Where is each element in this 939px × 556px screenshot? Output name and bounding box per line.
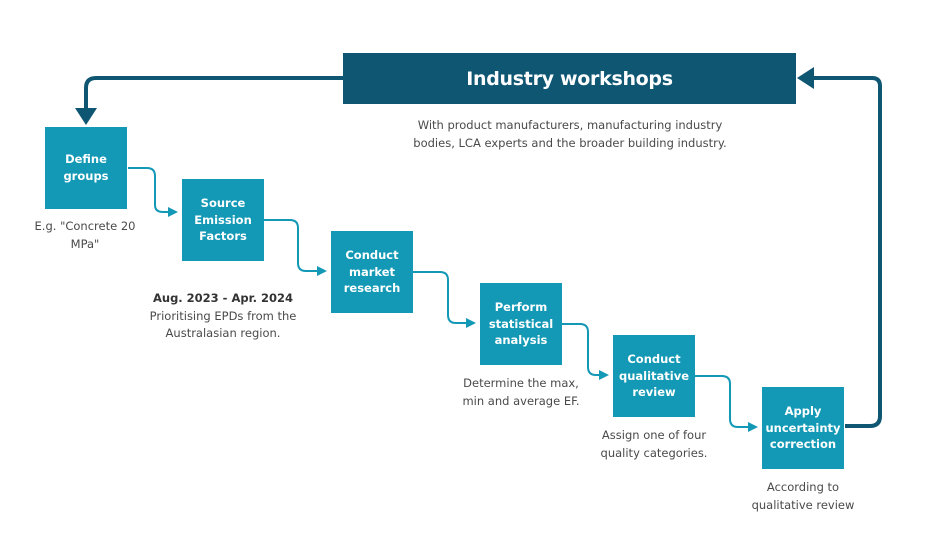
feedback-arrowhead-left bbox=[75, 108, 97, 125]
note-statistical-analysis: Determine the max, min and average EF. bbox=[462, 376, 580, 408]
connector-2-3 bbox=[264, 219, 327, 276]
step-source-emission-factors: Source Emission Factors bbox=[182, 179, 264, 261]
note-source-emission-factors: Aug. 2023 - Apr. 2024 Prioritising EPDs … bbox=[143, 272, 303, 361]
industry-workshops-title: Industry workshops bbox=[466, 67, 673, 90]
connector-5-6 bbox=[695, 375, 758, 432]
note-prioritising-epds: Prioritising EPDs from the Australasian … bbox=[149, 308, 297, 341]
connector-4-5 bbox=[562, 323, 609, 380]
step-apply-uncertainty-correction: Apply uncertainty correction bbox=[762, 387, 844, 469]
note-define-groups: E.g. "Concrete 20 MPa" bbox=[34, 219, 136, 251]
connector-1-2 bbox=[128, 167, 178, 217]
industry-workshops-description: With product manufacturers, manufacturin… bbox=[413, 118, 727, 150]
note-uncertainty-correction: According to qualitative review bbox=[751, 480, 855, 512]
step-conduct-market-research: Conduct market research bbox=[331, 231, 413, 313]
step-conduct-qualitative-review: Conduct qualitative review bbox=[613, 335, 695, 417]
connector-3-4 bbox=[413, 271, 476, 328]
step-perform-statistical-analysis: Perform statistical analysis bbox=[480, 283, 562, 365]
note-date-range: Aug. 2023 - Apr. 2024 bbox=[152, 290, 294, 305]
step-define-groups: Define groups bbox=[45, 127, 127, 209]
feedback-arrowhead-right bbox=[797, 67, 814, 89]
note-qualitative-review: Assign one of four quality categories. bbox=[600, 428, 708, 460]
industry-workshops-box: Industry workshops bbox=[343, 53, 796, 104]
feedback-arrow-right bbox=[810, 76, 882, 428]
feedback-arrow-left bbox=[84, 76, 343, 112]
